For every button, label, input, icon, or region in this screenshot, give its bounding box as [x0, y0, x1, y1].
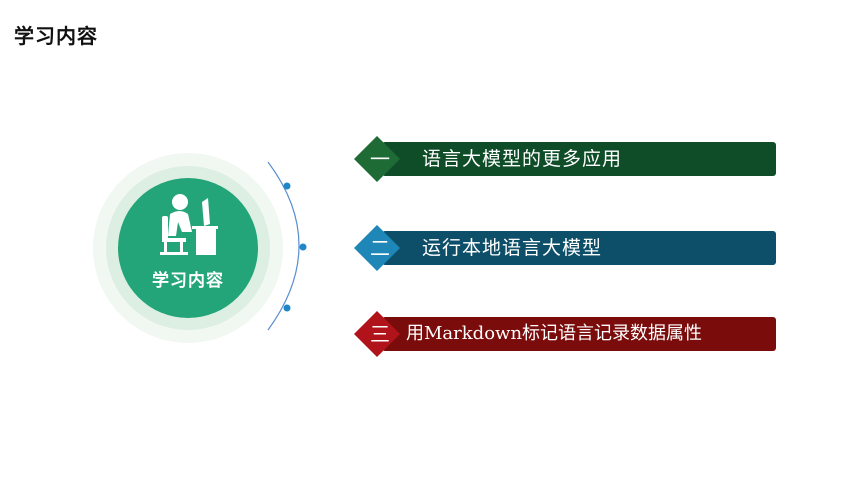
item-number: 三: [370, 322, 390, 346]
item-bar: [382, 231, 776, 265]
list-item-1[interactable]: 一 语言大模型的更多应用: [354, 136, 778, 182]
item-number: 一: [370, 147, 390, 171]
hero-label: 学习内容: [152, 271, 224, 291]
item-bar: [382, 142, 776, 176]
list-item-3[interactable]: 三 用Markdown标记语言记录数据属性: [354, 311, 778, 357]
connector-dot: [283, 182, 291, 190]
item-label: 语言大模型的更多应用: [422, 148, 623, 170]
connector-dot: [299, 243, 307, 251]
page-title: 学习内容: [14, 24, 98, 48]
connector-dot: [283, 304, 291, 312]
diamond-icon: [354, 136, 400, 182]
diamond-icon: [354, 225, 400, 271]
hero-badge: 学习内容: [92, 152, 284, 344]
person-at-computer-icon: [160, 194, 218, 255]
item-bar: [382, 317, 776, 351]
item-label: 用Markdown标记语言记录数据属性: [406, 323, 703, 344]
list-item-2[interactable]: 二 运行本地语言大模型: [354, 225, 778, 271]
item-number: 二: [370, 236, 390, 260]
item-label: 运行本地语言大模型: [422, 237, 603, 259]
diamond-icon: [354, 311, 400, 357]
